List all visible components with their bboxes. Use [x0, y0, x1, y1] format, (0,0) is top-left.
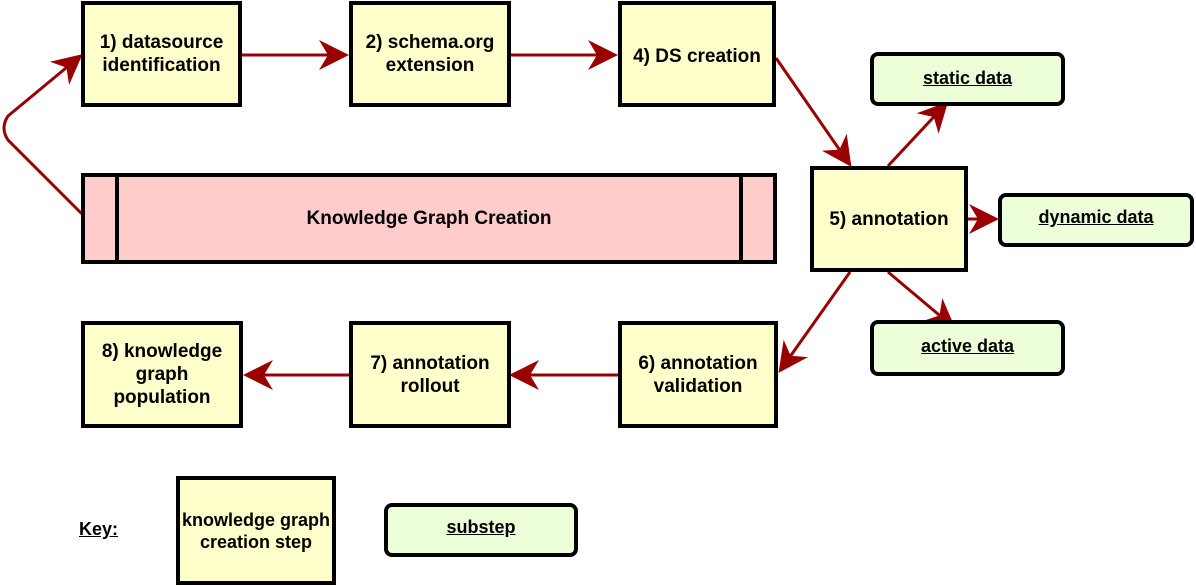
knowledge-graph-creation-bar: Knowledge Graph Creation	[81, 173, 777, 264]
arrow-step5-to-step6	[778, 271, 852, 373]
substep-static-data: static data	[870, 52, 1065, 106]
arrow-kg-to-step1	[2, 54, 84, 216]
step-4-ds-creation: 4) DS creation	[618, 1, 776, 107]
kg-bar-label: Knowledge Graph Creation	[306, 207, 552, 229]
step-6-annotation-validation: 6) annotation validation	[618, 321, 778, 428]
arrow-step5-to-active	[887, 270, 956, 329]
substep-dynamic-label: dynamic data	[1038, 207, 1154, 227]
key-substep-example: substep	[384, 503, 578, 557]
kg-bar-left-divider	[115, 177, 119, 260]
substep-static-label: static data	[922, 68, 1013, 88]
key-label: Key:	[79, 519, 119, 539]
step-7-label: 7) annotation rollout	[370, 352, 490, 397]
step-7-annotation-rollout: 7) annotation rollout	[349, 321, 511, 428]
key-step-example-label: knowledge graph creation step	[181, 509, 331, 552]
arrow-step5-to-static	[886, 101, 949, 168]
substep-dynamic-data: dynamic data	[998, 193, 1194, 247]
step-1-datasource-identification: 1) datasource identification	[81, 1, 242, 107]
step-4-label: 4) DS creation	[633, 46, 761, 67]
key-substep-example-label: substep	[446, 517, 516, 537]
substep-active-label: active data	[920, 336, 1015, 356]
step-2-label: 2) schema.org extension	[365, 32, 495, 76]
step-8-label: 8) knowledge graph population	[101, 341, 223, 408]
step-5-label: 5) annotation	[829, 208, 949, 230]
step-6-label: 6) annotation validation	[638, 352, 758, 397]
substep-active-data: active data	[870, 320, 1065, 376]
key-step-example: knowledge graph creation step	[176, 476, 336, 585]
step-2-schema-org-extension: 2) schema.org extension	[349, 1, 511, 107]
arrow-step4-to-step5	[774, 57, 852, 167]
step-1-label: 1) datasource identification	[99, 32, 224, 76]
step-5-annotation: 5) annotation	[810, 166, 968, 272]
step-8-knowledge-graph-population: 8) knowledge graph population	[81, 321, 243, 428]
kg-bar-right-divider	[739, 177, 743, 260]
